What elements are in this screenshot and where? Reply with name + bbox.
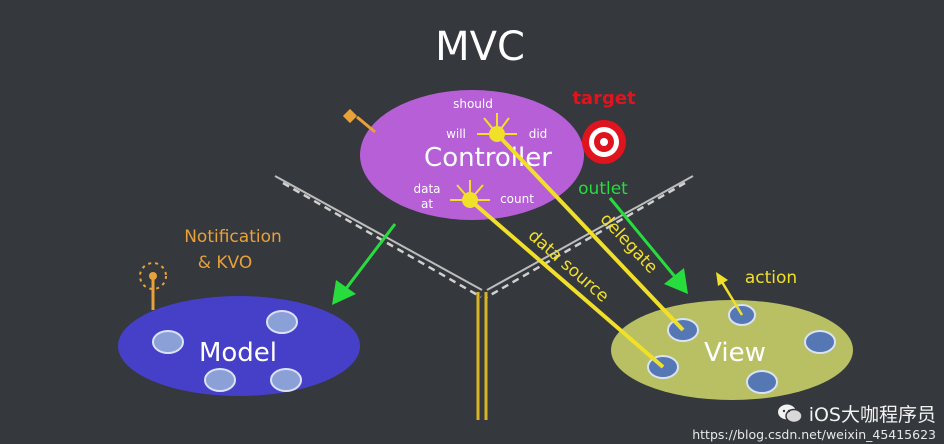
data-source-label: data source bbox=[524, 226, 613, 307]
model-property bbox=[204, 368, 236, 392]
notify-arrow bbox=[332, 223, 397, 305]
hook-will: will bbox=[446, 127, 466, 141]
notification-label: Notification bbox=[184, 227, 282, 247]
data-source-line bbox=[468, 198, 665, 369]
view-subview bbox=[746, 370, 778, 394]
outlet-arrow bbox=[608, 197, 688, 294]
action-label: action bbox=[745, 268, 797, 288]
hook-count: count bbox=[500, 192, 534, 206]
watermark: iOS大咖程序员 https://blog.csdn.net/weixin_45… bbox=[692, 400, 936, 442]
kvo-label: & KVO bbox=[198, 253, 253, 273]
view-label: View bbox=[704, 338, 766, 368]
watermark-title: iOS大咖程序员 bbox=[808, 404, 936, 426]
controller-node: Controller should will did data at count bbox=[342, 90, 584, 220]
action-arrow bbox=[716, 272, 744, 316]
view-subview bbox=[804, 330, 836, 354]
model-label: Model bbox=[199, 338, 277, 368]
wechat-icon bbox=[777, 404, 803, 423]
hook-at: at bbox=[421, 197, 433, 211]
controller-label: Controller bbox=[424, 143, 552, 173]
model-node: Model bbox=[118, 296, 360, 396]
hook-data: data bbox=[413, 182, 440, 196]
model-property bbox=[266, 310, 298, 334]
target-label: target bbox=[572, 88, 636, 109]
view-node: View bbox=[611, 300, 853, 400]
delegate-line bbox=[495, 132, 685, 332]
hook-did: did bbox=[529, 127, 548, 141]
broadcast-icon bbox=[139, 262, 167, 310]
hook-should: should bbox=[453, 97, 493, 111]
model-property bbox=[152, 330, 184, 354]
outlet-label: outlet bbox=[578, 179, 628, 199]
model-property bbox=[270, 368, 302, 392]
watermark-url: https://blog.csdn.net/weixin_45415623 bbox=[692, 427, 936, 442]
diamond-icon bbox=[342, 108, 358, 124]
target-icon bbox=[582, 120, 626, 164]
diagram-title: MVC bbox=[435, 24, 525, 70]
